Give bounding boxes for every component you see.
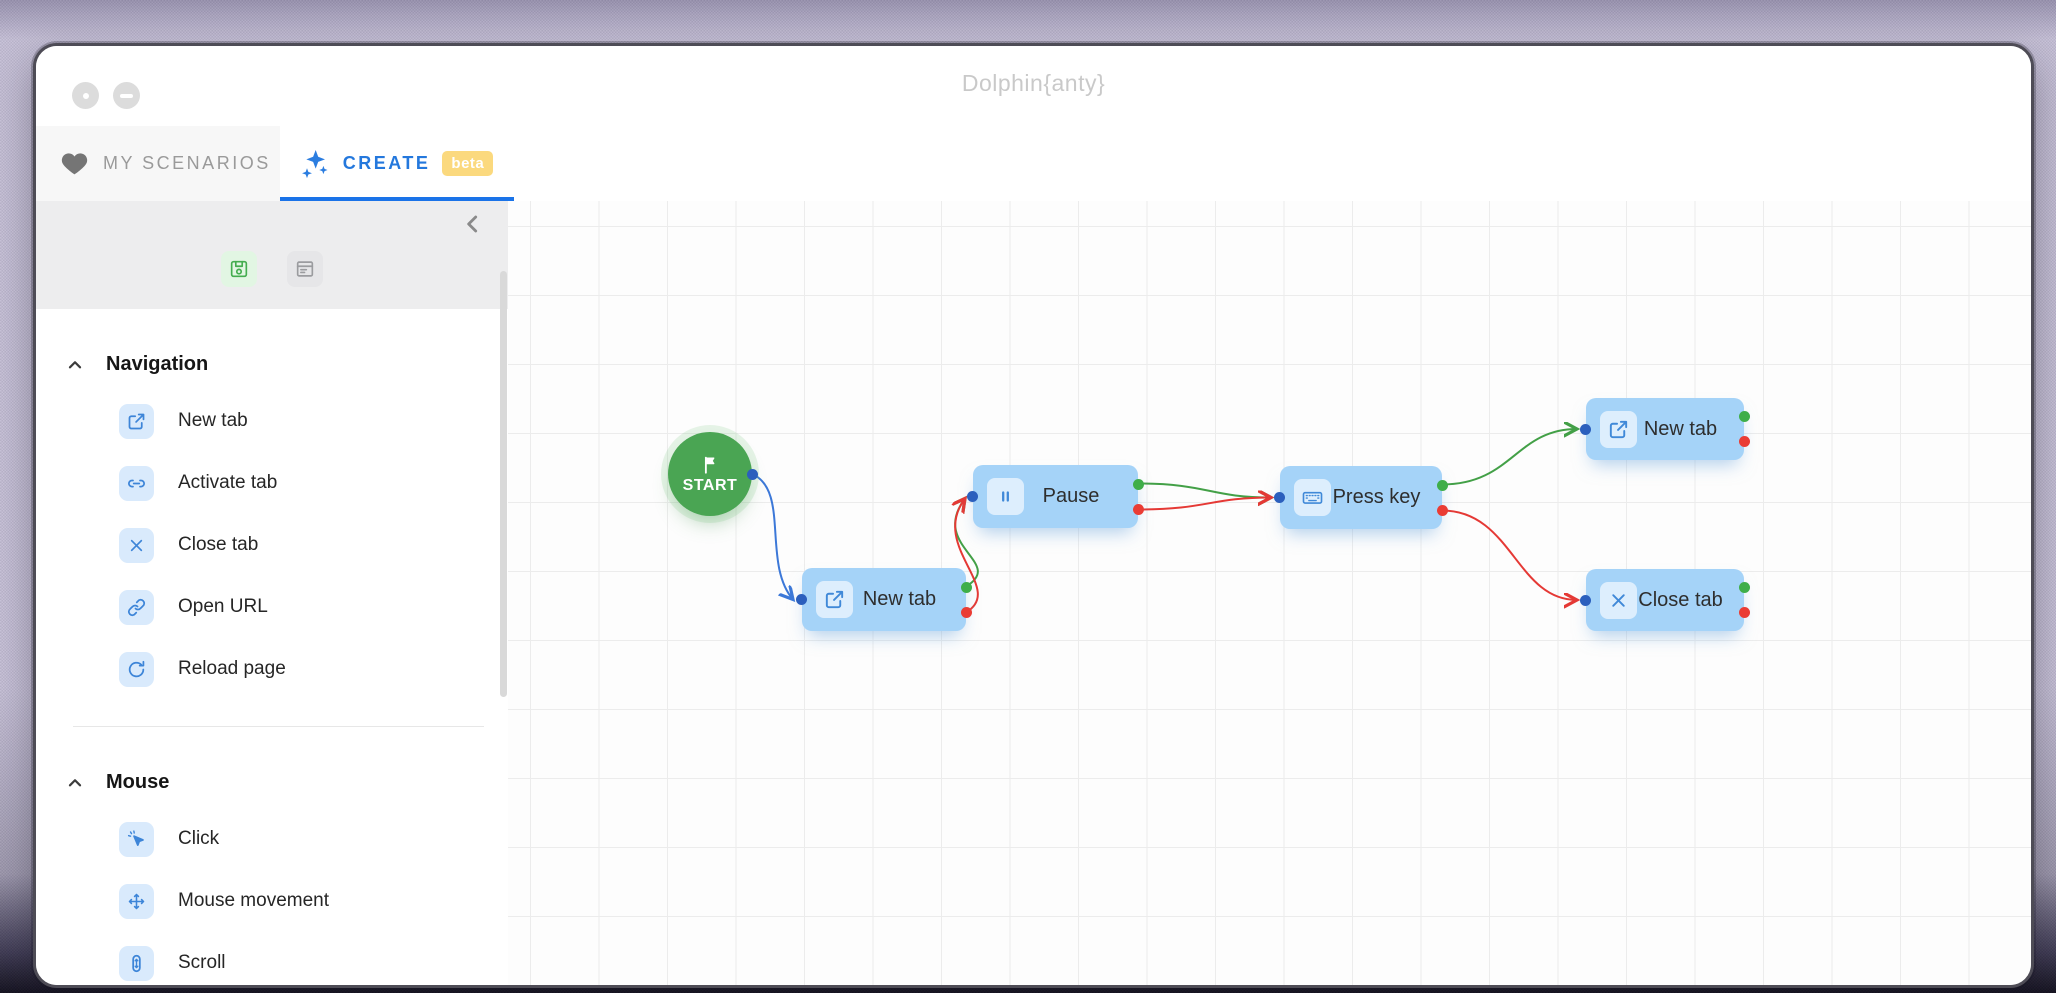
tab-bar: MY SCENARIOS CREATE beta — [36, 126, 2031, 279]
section-header-navigation[interactable]: Navigation — [64, 353, 508, 376]
sidebar-item-label: Close tab — [178, 534, 259, 555]
sidebar-item-label: Scroll — [178, 952, 226, 973]
window-minimize-icon — [120, 93, 133, 98]
section-title: Navigation — [106, 353, 209, 375]
sidebar-item-activate-tab[interactable]: Activate tab — [119, 452, 508, 514]
flow-node-closetab[interactable]: Close tab — [1580, 569, 1750, 631]
port-out-red[interactable] — [1437, 504, 1448, 516]
port-out-green[interactable] — [1739, 411, 1750, 422]
port-in[interactable] — [796, 594, 807, 605]
flag-icon — [699, 454, 721, 476]
port-out-green[interactable] — [1133, 478, 1144, 490]
sidebar-item-label: Reload page — [178, 658, 286, 679]
port-out-green[interactable] — [961, 581, 972, 593]
flow-node-label: Close tab — [1638, 588, 1723, 611]
flow-node-label: Pause — [1042, 485, 1100, 507]
edge-presskey-newtab2 — [1441, 429, 1577, 486]
click-icon — [119, 821, 154, 857]
reload-icon — [119, 651, 154, 687]
pause-icon — [987, 478, 1024, 515]
save-scenario-button[interactable] — [221, 251, 257, 287]
scroll-icon — [119, 945, 154, 981]
flow-node-label: Press key — [1332, 486, 1421, 508]
new-tab-icon — [816, 581, 853, 618]
port-out-red[interactable] — [1739, 607, 1750, 618]
heart-icon — [60, 149, 89, 178]
flow-node-presskey[interactable]: Press key — [1274, 466, 1448, 529]
sidebar-item-click[interactable]: Click — [119, 808, 508, 870]
chevron-up-icon — [64, 772, 86, 794]
new-tab-icon — [1600, 410, 1637, 448]
close-tab-icon — [119, 527, 154, 563]
sidebar-item-label: Activate tab — [178, 472, 278, 493]
port-out-green[interactable] — [1437, 479, 1448, 491]
start-node-label: START — [682, 476, 738, 494]
port-out-red[interactable] — [961, 606, 972, 618]
flow-node-label: New tab — [1643, 417, 1718, 440]
flow-node-newtab2[interactable]: New tab — [1580, 398, 1750, 460]
app-window: Dolphin{anty} MY SCENARIOS CREATE beta — [33, 43, 2034, 988]
sidebar-item-reload-page[interactable]: Reload page — [119, 638, 508, 700]
sidebar-item-label: New tab — [178, 410, 248, 431]
flow-node-newtab1[interactable]: New tab — [796, 568, 972, 631]
port-in[interactable] — [1580, 423, 1591, 435]
window-close-icon — [82, 92, 89, 99]
sidebar-item-label: Mouse movement — [178, 890, 330, 911]
edge-presskey-closetab — [1441, 509, 1577, 601]
port-in[interactable] — [967, 491, 978, 502]
sparkles-icon — [299, 148, 331, 180]
activate-tab-icon — [119, 465, 154, 501]
save-icon — [230, 260, 248, 278]
sidebar-item-mouse-movement[interactable]: Mouse movement — [119, 870, 508, 932]
flow-edges — [751, 201, 2031, 614]
section-title: Mouse — [106, 771, 170, 793]
flow-node-pause[interactable]: Pause — [967, 465, 1144, 528]
open-url-icon — [119, 589, 154, 625]
scenario-settings-button[interactable] — [287, 251, 323, 287]
app-title: Dolphin{anty} — [961, 70, 1106, 96]
window-minimize-button[interactable] — [113, 82, 140, 109]
beta-badge: beta — [442, 151, 494, 176]
mouse-move-icon — [119, 883, 154, 919]
port-out-green[interactable] — [1739, 582, 1750, 593]
press-key-icon — [1294, 479, 1331, 516]
sidebar-item-label: Open URL — [178, 596, 268, 617]
new-tab-icon — [119, 403, 154, 439]
sidebar-item-label: Click — [178, 828, 220, 849]
chevron-up-icon — [64, 354, 86, 376]
sidebar-scrollbar-thumb[interactable] — [500, 271, 507, 697]
collapse-sidebar-button[interactable] — [460, 211, 486, 237]
form-panel-icon — [296, 261, 314, 277]
section-header-mouse[interactable]: Mouse — [64, 771, 508, 794]
sidebar-item-new-tab[interactable]: New tab — [119, 390, 508, 452]
port-in[interactable] — [1580, 594, 1591, 606]
tab-create-label: CREATE — [342, 153, 431, 173]
tab-my-scenarios-label: MY SCENARIOS — [103, 153, 271, 173]
flow-node-start[interactable]: START — [668, 432, 758, 516]
tab-create[interactable]: CREATE beta — [280, 126, 514, 201]
window-close-button[interactable] — [72, 82, 99, 109]
edge-pause-presskey — [1137, 482, 1271, 498]
close-tab-icon — [1600, 581, 1637, 619]
tab-my-scenarios[interactable]: MY SCENARIOS — [36, 126, 280, 201]
edge-newtab1-pause — [955, 499, 979, 614]
sidebar-item-open-url[interactable]: Open URL — [119, 576, 508, 638]
sidebar-item-close-tab[interactable]: Close tab — [119, 514, 508, 576]
section-divider — [73, 726, 484, 727]
title-bar: Dolphin{anty} — [36, 46, 2031, 127]
port-in[interactable] — [1274, 492, 1285, 503]
port-out-red[interactable] — [1739, 436, 1750, 447]
flow-node-label: New tab — [862, 588, 937, 610]
sidebar-toolbar — [36, 201, 508, 309]
edge-pause-presskey — [1137, 498, 1271, 511]
sidebar-item-scroll[interactable]: Scroll — [119, 932, 508, 985]
port-out[interactable] — [747, 468, 758, 480]
chevron-left-icon — [467, 215, 478, 233]
edge-start-newtab1 — [751, 473, 793, 600]
port-out-red[interactable] — [1133, 503, 1144, 515]
